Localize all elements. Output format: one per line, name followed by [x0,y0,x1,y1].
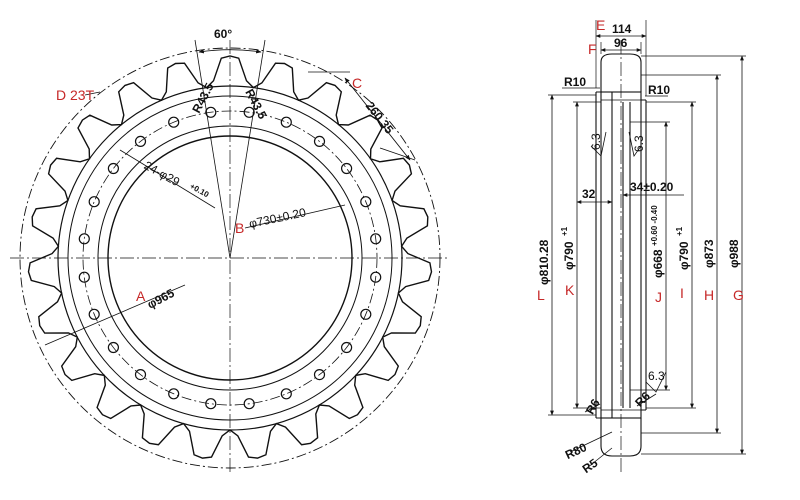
bolt-hole [88,308,100,320]
roughness-symbol-2 [628,131,642,157]
outer-leader [44,284,186,346]
side-tooth-bottom [600,418,642,457]
tooth-radius-left-label: R43.5 [189,80,217,115]
bolt-hole [168,116,180,128]
roughness-symbol-3 [645,371,667,393]
roughness-label-1: 6.3 [589,133,603,150]
bolt-hole [107,341,120,354]
side-flange-right [641,99,647,411]
bolt-hole [341,162,353,175]
roughness-label-3: 6.3 [648,369,665,383]
holes-leader [119,149,216,209]
angle-arc [198,49,262,54]
r10-left-label: R10 [564,75,586,89]
holes-count-text: 24-φ29 [142,158,183,189]
dim-810-label: φ810.28 [537,239,551,285]
front-view [10,39,450,475]
bolt-holes [78,106,382,410]
letter-g: G [733,287,744,303]
roughness-label-2: 6.3 [632,135,646,152]
angle-line-left [194,39,231,259]
dim-873-label: φ873 [702,239,716,268]
bolt-hole [370,271,382,283]
chord-extension-2 [379,147,416,161]
r6-left-label: R6 [583,396,603,417]
dim-790-right-label: φ790 [677,241,691,270]
bolt-hole [205,106,217,118]
dim-790-left-tolerance: +1 [560,226,569,236]
bolt-hole [107,162,120,175]
holes-tolerance-label: +0.10 [188,182,211,200]
outer-letter: A [136,288,146,304]
chord-dimension-line [344,77,411,161]
bolt-hole [360,196,372,208]
chord-letter: C [352,75,362,91]
holes-spec-label: 24-φ29 [142,158,183,189]
dim-988-label: φ988 [727,239,741,268]
dim-790-right-tolerance: +1 [675,226,684,236]
width-total-label: 114 [612,22,632,36]
letter-k: K [565,282,575,298]
bore-letter: B [235,220,244,236]
dim-668-tolerance: +0.60 -0.40 [650,205,659,246]
angle-line-right [229,39,266,259]
bore-leader [244,204,346,229]
bolt-hole [280,116,292,128]
bolt-hole [360,308,372,320]
dim-790-left-label: φ790 [562,241,576,270]
r5-label: R5 [580,456,601,476]
r5-leader [586,447,613,469]
bolt-hole [370,233,382,245]
side-view [548,20,746,475]
outer-dimension-label: φ965 [145,286,177,312]
bolt-hole [313,369,326,381]
bolt-hole [341,341,353,354]
dim-668-label: φ668 [651,249,665,278]
bolt-hole [88,196,100,208]
bolt-hole [205,398,217,410]
bolt-hole [134,135,147,147]
letter-i: I [680,285,684,301]
bolt-hole [78,233,90,245]
dim-34-label: 34±0.20 [630,180,674,194]
dim-32-label: 32 [582,187,596,201]
bolt-hole [243,106,255,118]
bolt-hole [243,398,255,410]
r10-right-label: R10 [648,83,670,97]
letter-l: L [537,287,545,303]
side-flange-left [595,91,601,419]
bolt-hole [168,388,180,400]
letter-e: E [596,17,605,33]
teeth-count-label: D 23T [56,87,95,103]
letter-h: H [704,287,714,303]
r80-label: R80 [563,440,589,462]
bolt-hole [280,388,292,400]
letter-f: F [588,41,597,57]
r6-right-leader [636,393,657,407]
bolt-hole [313,135,326,147]
bore-dimension-label: φ730±0.20 [248,205,308,231]
r80-leader [569,431,613,453]
tooth-leader [84,91,101,96]
r6-right-label: R6 [632,389,653,410]
letter-j: J [655,289,662,305]
angle-label: 60° [214,27,232,41]
roughness-symbol-1 [590,131,607,157]
bolt-hole [134,369,147,381]
width-tooth-label: 96 [614,36,628,50]
bolt-hole [78,271,90,283]
r6-left-leader [584,403,601,413]
